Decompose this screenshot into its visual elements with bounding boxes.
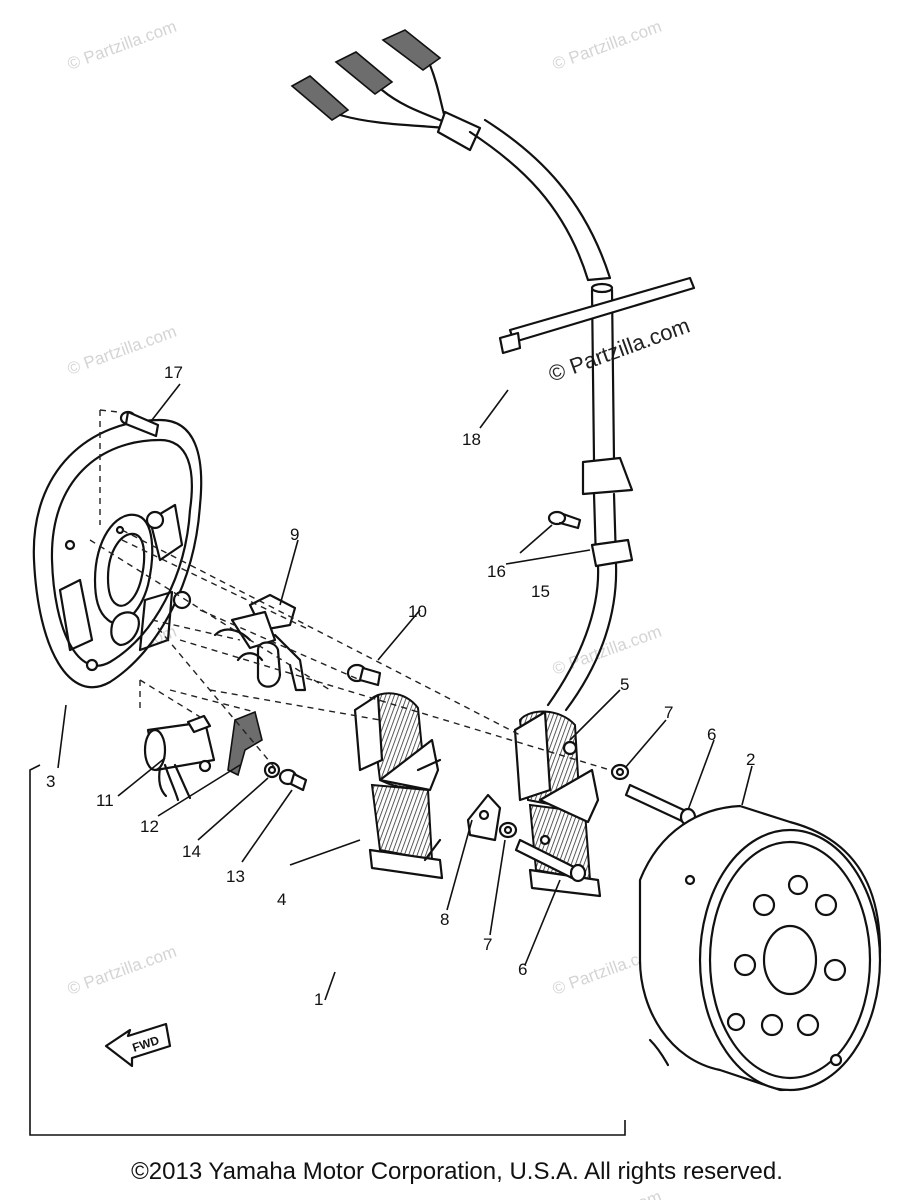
part-9-contact-breaker — [213, 593, 307, 692]
part-13-screw — [278, 768, 308, 792]
callout-2: 2 — [746, 750, 755, 769]
part-17-screw — [119, 410, 160, 438]
part-4-coil — [353, 692, 444, 880]
part-7-washer-right — [610, 763, 630, 781]
part-6-bolt-center — [514, 838, 587, 883]
callout-5: 5 — [620, 675, 629, 694]
part-14-washer — [263, 761, 281, 779]
part-7-washer-center — [498, 821, 518, 839]
copyright-notice: ©2013 Yamaha Motor Corporation, U.S.A. A… — [131, 1158, 783, 1185]
watermark: © Partzilla.com — [65, 322, 179, 379]
watermark: © Partzilla.com — [65, 942, 179, 999]
callout-8: 8 — [440, 910, 449, 929]
callout-14: 14 — [182, 842, 201, 861]
fwd-arrow-icon: FWD — [104, 1022, 172, 1068]
part-12-bracket — [227, 710, 263, 777]
part-2-flywheel-rotor — [638, 804, 882, 1092]
assembly-1-bracket — [29, 764, 626, 1136]
callout-15: 15 — [531, 582, 550, 601]
callout-18: 18 — [462, 430, 481, 449]
callout-11: 11 — [96, 791, 114, 810]
watermark: © Partzilla.com — [550, 1187, 664, 1200]
callout-6b: 6 — [518, 960, 527, 979]
callout-3: 3 — [46, 772, 55, 791]
assembly-lines — [89, 409, 611, 771]
part-3-base-plate — [32, 418, 203, 689]
callout-13: 13 — [226, 867, 245, 886]
callout-4: 4 — [277, 890, 286, 909]
callout-labels: 1 2 3 4 5 6 6 7 7 8 9 10 11 12 13 14 15 … — [46, 363, 755, 1009]
leader-lines — [57, 383, 753, 1001]
watermark: © Partzilla.com — [550, 17, 664, 74]
part-18-strap — [498, 276, 696, 355]
callout-7a: 7 — [664, 703, 673, 722]
part-10-screw — [346, 663, 382, 687]
callout-10: 10 — [408, 602, 427, 621]
part-8-plate — [466, 793, 502, 842]
part-16-screw — [547, 510, 582, 530]
callout-12: 12 — [140, 817, 159, 836]
watermark: © Partzilla.com — [65, 17, 179, 74]
callout-1: 1 — [314, 990, 323, 1009]
callout-17: 17 — [164, 363, 183, 382]
part-5-coil — [513, 710, 602, 898]
callout-16: 16 — [487, 562, 506, 581]
part-6-bolt-right — [624, 783, 697, 827]
callout-9: 9 — [290, 525, 299, 544]
callout-6a: 6 — [707, 725, 716, 744]
callout-7b: 7 — [483, 935, 492, 954]
